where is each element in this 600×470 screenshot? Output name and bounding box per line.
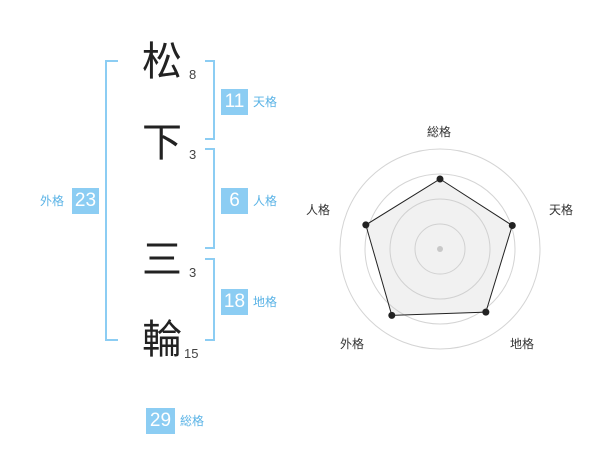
radar-axis-label-tenkaku: 天格 bbox=[549, 203, 574, 217]
chikaku-label: 地格 bbox=[253, 295, 278, 309]
radar-ring bbox=[364, 173, 516, 325]
tenkaku-bracket bbox=[205, 60, 215, 140]
tenkaku-value: 11 bbox=[221, 89, 248, 115]
name-char-1: 松 bbox=[142, 39, 182, 85]
radar-axis-label-chikaku: 地格 bbox=[510, 337, 535, 351]
gaikaku-bracket bbox=[105, 60, 118, 341]
radar-point-4 bbox=[388, 311, 396, 319]
jinkaku-label: 人格 bbox=[253, 194, 278, 208]
radar-axis-label-soukaku: 総格 bbox=[427, 125, 452, 139]
name-char-3: 三 bbox=[142, 237, 182, 283]
stroke-count-2: 3 bbox=[189, 147, 197, 162]
stroke-count-4: 15 bbox=[184, 346, 199, 361]
stroke-count-3: 3 bbox=[189, 265, 197, 280]
radar-point-5 bbox=[362, 221, 370, 229]
radar-point-3 bbox=[482, 308, 490, 316]
soukaku-value: 29 bbox=[146, 408, 175, 434]
gaikaku-label: 外格 bbox=[40, 194, 65, 208]
radar-center-dot bbox=[437, 246, 443, 252]
radar-ring bbox=[389, 198, 491, 300]
jinkaku-bracket bbox=[205, 148, 215, 249]
radar-point-2 bbox=[508, 222, 516, 230]
chikaku-value: 18 bbox=[221, 289, 248, 315]
radar-point-1 bbox=[436, 175, 444, 183]
radar-axis-label-gaikaku: 外格 bbox=[340, 337, 365, 351]
tenkaku-label: 天格 bbox=[253, 95, 278, 109]
gaikaku-value: 23 bbox=[72, 188, 99, 214]
name-char-4: 輪 bbox=[142, 317, 182, 363]
chikaku-bracket bbox=[205, 258, 215, 341]
stroke-count-1: 8 bbox=[189, 67, 197, 82]
name-char-2: 下 bbox=[142, 120, 182, 166]
jinkaku-value: 6 bbox=[221, 188, 248, 214]
radar-ring bbox=[339, 148, 541, 350]
soukaku-label: 総格 bbox=[180, 414, 205, 428]
radar-ring bbox=[414, 223, 466, 275]
radar-axis-label-jinkaku: 人格 bbox=[306, 203, 331, 217]
